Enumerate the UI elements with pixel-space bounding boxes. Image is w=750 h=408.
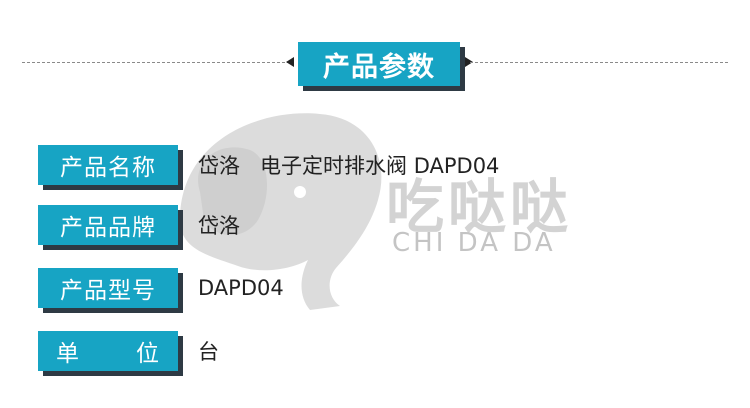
arrow-right-icon xyxy=(465,57,473,67)
label-unit-part-2: 位 xyxy=(136,341,160,367)
value-product-model: DAPD04 xyxy=(198,276,284,300)
label-product-brand: 产品品牌 xyxy=(38,205,178,245)
label-unit-part-1: 单 xyxy=(56,341,80,367)
watermark-brand-en: CHI DA DA xyxy=(392,228,556,258)
elephant-watermark-icon xyxy=(180,113,382,310)
value-product-name: 岱洛 电子定时排水阀 DAPD04 xyxy=(198,154,500,178)
arrow-left-icon xyxy=(286,57,294,67)
label-unit: 单 位 xyxy=(38,331,178,371)
watermark-brand-zh: 吃哒哒 xyxy=(386,173,573,241)
divider-right xyxy=(470,62,728,63)
value-unit: 台 xyxy=(198,340,219,364)
divider-left xyxy=(22,62,290,63)
label-product-name: 产品名称 xyxy=(38,145,178,185)
value-product-brand: 岱洛 xyxy=(198,214,240,238)
label-product-model: 产品型号 xyxy=(38,268,178,308)
section-title: 产品参数 xyxy=(298,42,460,86)
